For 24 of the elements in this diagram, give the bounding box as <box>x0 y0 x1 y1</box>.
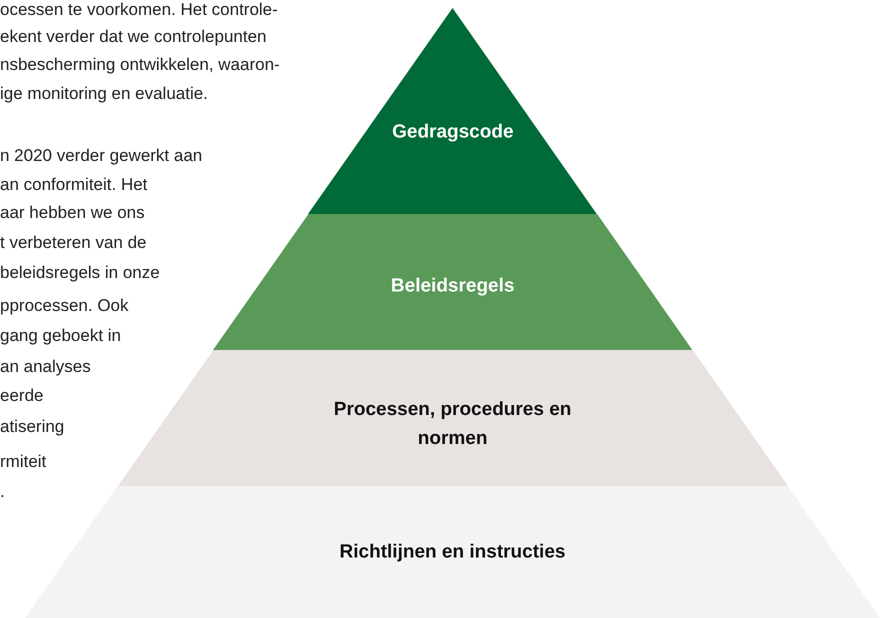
body-text-line: aar hebben we ons <box>0 203 145 223</box>
body-text-line: t verbeteren van de <box>0 233 146 253</box>
body-text-line: ocessen te voorkomen. Het controle- <box>0 0 278 20</box>
tier-label: Beleidsregels <box>390 274 516 298</box>
body-text-line: eerde <box>0 386 44 406</box>
tier-label: Processen, procedures en normen <box>332 398 572 451</box>
pyramid-tier <box>25 486 880 618</box>
body-text-line: gang geboekt in <box>0 326 121 346</box>
pyramid-tier <box>118 350 788 486</box>
body-text-line: nsbescherming ontwikkelen, waaron- <box>0 55 280 75</box>
pyramid-tier <box>213 214 692 350</box>
body-text-line: rmiteit <box>0 452 46 472</box>
tier-label: Gedragscode <box>391 120 515 144</box>
body-text-line: an analyses <box>0 357 91 377</box>
body-text-line: ekent verder dat we controlepunten <box>0 27 267 47</box>
tier-label: Richtlijnen en instructies <box>338 540 566 564</box>
body-text-line: . <box>0 482 5 502</box>
body-text-line: n 2020 verder gewerkt aan <box>0 146 202 166</box>
body-text-line: beleidsregels in onze <box>0 263 160 283</box>
pyramid-tier <box>308 8 598 214</box>
body-text-line: pprocessen. Ook <box>0 296 129 316</box>
body-text-line: atisering <box>0 417 64 437</box>
body-text-line: ige monitoring en evaluatie. <box>0 84 208 104</box>
body-text-line: an conformiteit. Het <box>0 175 148 195</box>
